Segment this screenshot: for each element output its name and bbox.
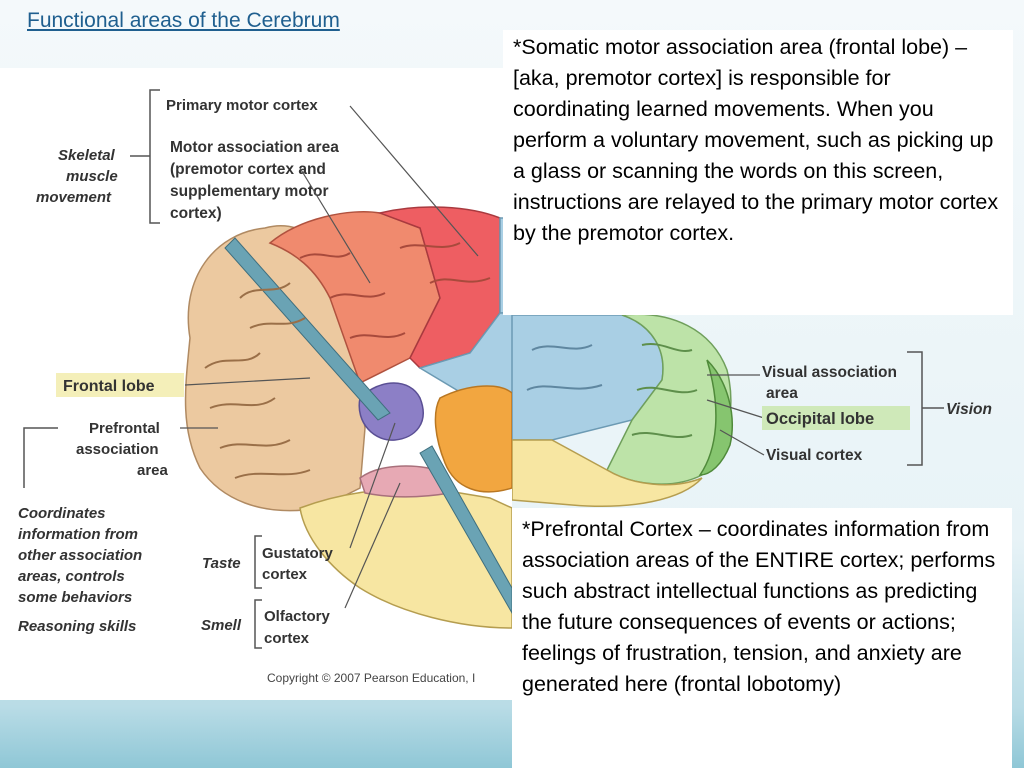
label-occipital-lobe: Occipital lobe [766, 410, 874, 428]
parietal-folds [526, 344, 603, 391]
label-visual-assoc-2: area [766, 385, 798, 402]
label-coord-4: areas, controls [18, 568, 125, 585]
taste-bracket [254, 535, 262, 589]
label-skeletal-2: muscle [66, 168, 118, 185]
label-motor-assoc-2: (premotor cortex and [170, 161, 326, 178]
label-gustatory-2: cortex [262, 566, 308, 583]
cerebrum-diagram: Primary motor cortex Motor association a… [0, 68, 512, 700]
lateral-sulcus-pointer [419, 445, 512, 615]
auditory-region [434, 385, 512, 493]
label-coord-1: Coordinates [18, 505, 106, 522]
motor-folds [299, 242, 491, 339]
label-coord-5: some behaviors [18, 589, 132, 606]
temporal-right-region [512, 439, 703, 508]
label-frontal-lobe: Frontal lobe [63, 378, 155, 395]
slide-title-link[interactable]: Functional areas of the Cerebrum [27, 9, 340, 32]
visual-cortex-region [698, 359, 733, 476]
label-coord-2: information from [18, 526, 138, 543]
smell-bracket [254, 599, 262, 649]
brain-illustration: Primary motor cortex Motor association a… [18, 89, 512, 685]
label-skeletal-1: Skeletal [58, 147, 116, 164]
label-motor-assoc-1: Motor association area [170, 139, 339, 156]
frontal-folds [204, 282, 311, 479]
label-gustatory-1: Gustatory [262, 545, 334, 562]
label-visual-cortex: Visual cortex [766, 447, 863, 464]
label-skeletal-3: movement [36, 189, 112, 206]
motor-leader-lines [299, 105, 479, 284]
label-prefrontal-2: association [76, 441, 159, 458]
label-coord-3: other association [18, 547, 142, 564]
label-motor-assoc-3: supplementary motor [170, 183, 328, 200]
label-motor-assoc-4: cortex) [170, 205, 222, 222]
frontal-lobe-highlight [56, 373, 184, 397]
label-prefrontal-3: area [137, 462, 169, 479]
occipital-folds [631, 342, 698, 439]
label-smell: Smell [201, 617, 242, 634]
label-visual-assoc-1: Visual association [762, 364, 897, 381]
skeletal-bracket [130, 89, 160, 224]
olfactory-leader [344, 482, 401, 609]
label-reasoning: Reasoning skills [18, 618, 136, 635]
occipital-illustration: Visual association area Occipital lobe V… [512, 313, 992, 508]
copyright-text: Copyright © 2007 Pearson Education, I [267, 671, 475, 685]
label-taste: Taste [202, 555, 241, 572]
occipital-leaders [706, 374, 765, 456]
prefrontal-note: *Prefrontal Cortex – coordinates informa… [512, 508, 1012, 768]
gustatory-leader [349, 422, 396, 549]
central-sulcus-pointer [224, 237, 391, 421]
frontal-leader [184, 377, 311, 386]
occipital-lobe-highlight [762, 406, 910, 430]
label-olfactory-2: cortex [264, 630, 310, 647]
frontal-region [184, 225, 366, 512]
label-vision: Vision [946, 401, 992, 418]
premotor-note: *Somatic motor association area (frontal… [503, 30, 1013, 315]
label-olfactory-1: Olfactory [264, 608, 331, 625]
label-primary-motor: Primary motor cortex [166, 97, 318, 114]
label-prefrontal-1: Prefrontal [89, 420, 160, 437]
prefrontal-bracket [23, 427, 58, 488]
